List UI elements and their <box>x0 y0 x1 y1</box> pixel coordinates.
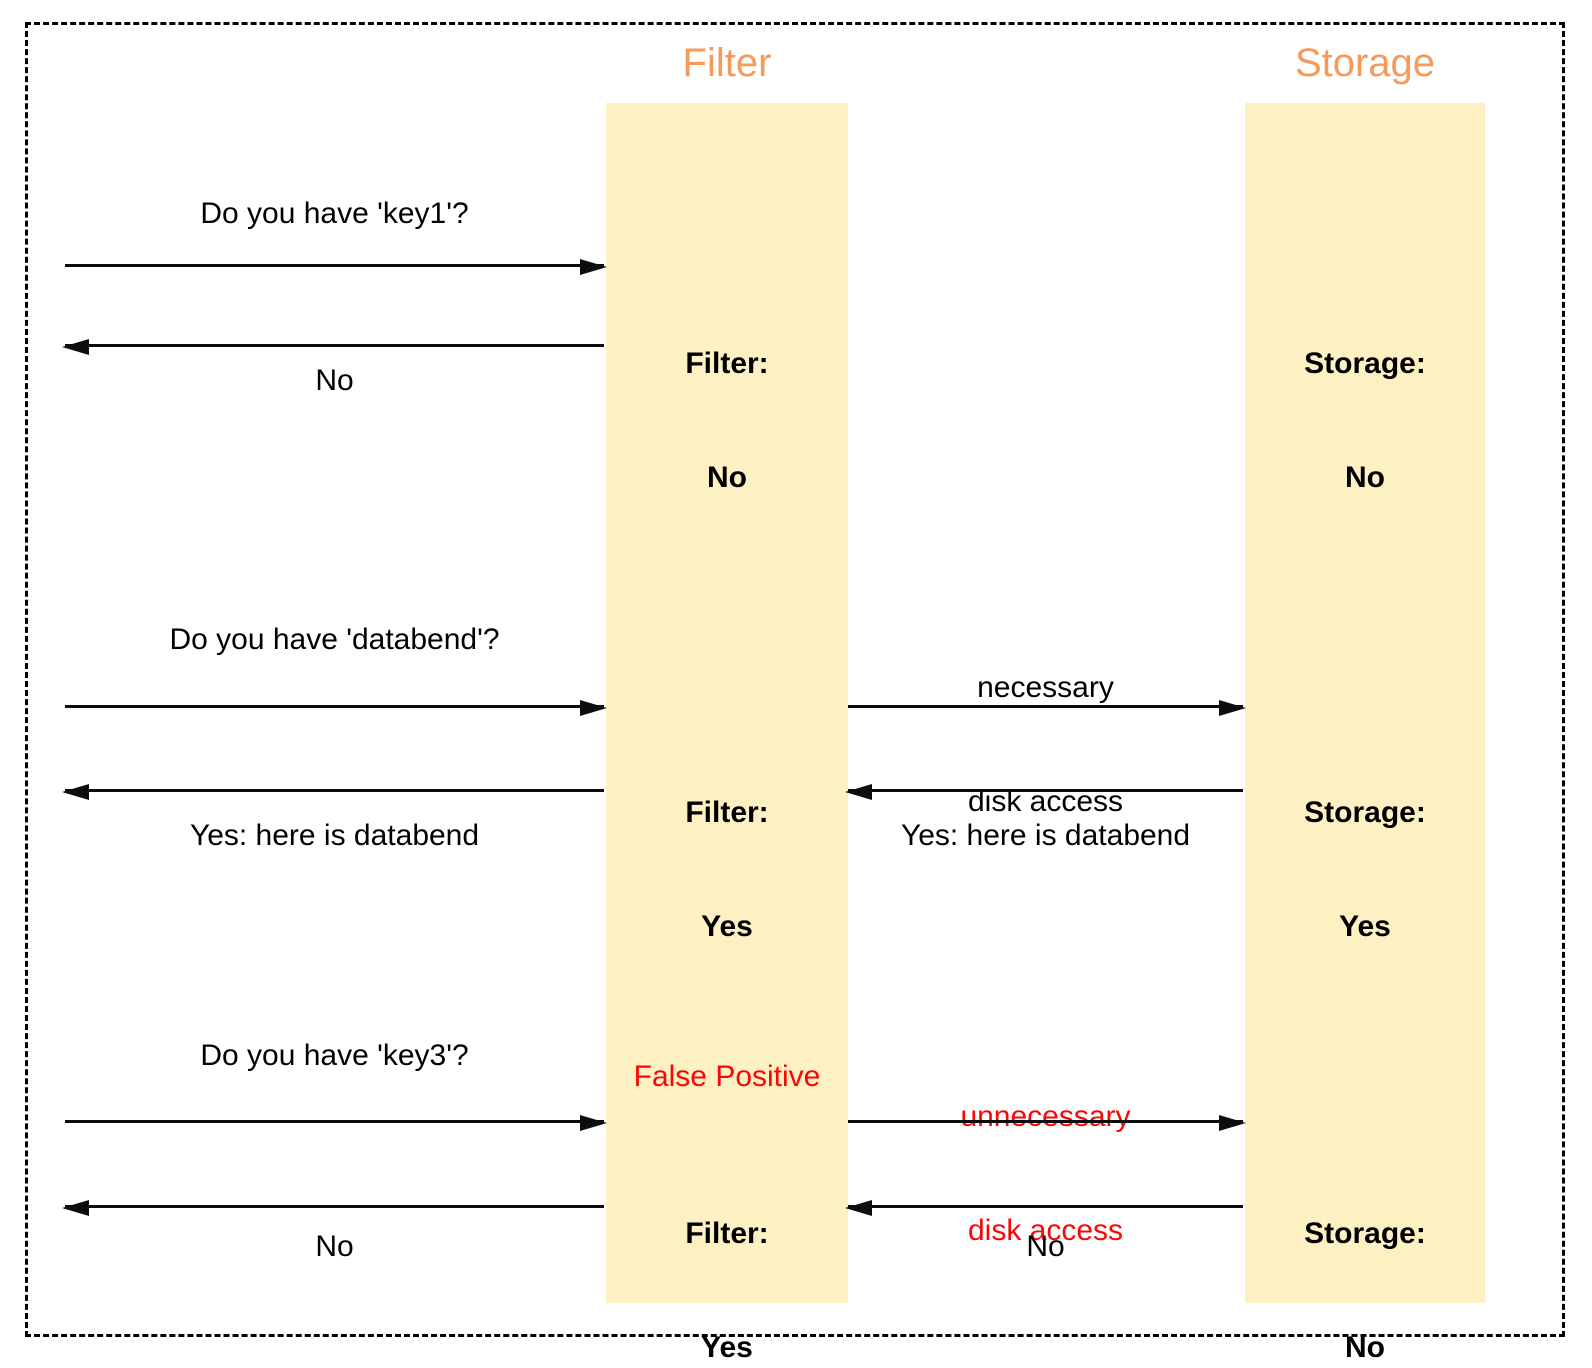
storage-status-1-value: No <box>1345 461 1385 494</box>
disk-access-note-unnecessary-line1: unnecessary <box>960 1100 1131 1133</box>
storage-reply-label-key3: No <box>1026 1230 1065 1263</box>
storage-status-3-label: Storage: <box>1304 1217 1426 1250</box>
disk-access-note-unnecessary: unnecessary disk access <box>848 1022 1243 1326</box>
storage-status-2-label: Storage: <box>1304 796 1426 829</box>
filter-status-3-value: Yes <box>701 1331 753 1364</box>
filter-status-2: Filter: Yes <box>606 718 848 1022</box>
storage-status-3: Storage: No <box>1245 1139 1485 1368</box>
filter-status-1-label: Filter: <box>685 347 769 380</box>
filter-status-3: Filter: Yes <box>606 1139 848 1368</box>
reply-label-key3: No <box>315 1230 354 1263</box>
storage-status-3-value: No <box>1345 1331 1385 1364</box>
filter-status-2-label: Filter: <box>685 796 769 829</box>
storage-lane-title: Storage <box>1294 41 1436 85</box>
reply-arrow-databend <box>62 784 604 800</box>
storage-status-1-label: Storage: <box>1304 347 1426 380</box>
filter-status-1-value: No <box>707 461 747 494</box>
false-positive-note: False Positive <box>633 1060 821 1093</box>
filter-lane-title: Filter <box>682 41 772 85</box>
disk-access-note-unnecessary-line2: disk access <box>967 1214 1124 1247</box>
query-arrow-key3 <box>65 1115 607 1131</box>
storage-status-2-value: Yes <box>1339 910 1391 943</box>
query-arrow-key1 <box>65 259 607 275</box>
disk-access-arrow-unnecessary <box>848 1115 1246 1131</box>
disk-access-note-necessary-line1: necessary <box>977 671 1114 704</box>
storage-reply-label-databend: Yes: here is databend <box>900 819 1191 852</box>
reply-arrow-key3 <box>62 1200 604 1216</box>
diagram-dashed-border <box>25 22 1565 1337</box>
storage-reply-arrow-key3 <box>845 1200 1243 1216</box>
storage-status-2: Storage: Yes <box>1245 718 1485 1022</box>
storage-lane <box>1245 103 1485 1303</box>
query-label-databend: Do you have 'databend'? <box>169 623 500 656</box>
storage-reply-arrow-databend <box>845 784 1243 800</box>
reply-label-key1: No <box>315 364 354 397</box>
filter-lane <box>606 103 848 1303</box>
reply-label-databend: Yes: here is databend <box>189 819 480 852</box>
filter-status-1: Filter: No <box>606 269 848 573</box>
storage-status-1: Storage: No <box>1245 269 1485 573</box>
query-label-key3: Do you have 'key3'? <box>200 1039 469 1072</box>
disk-access-arrow-necessary <box>848 700 1246 716</box>
filter-status-2-value: Yes <box>701 910 753 943</box>
query-arrow-databend <box>65 700 607 716</box>
query-label-key1: Do you have 'key1'? <box>200 197 469 230</box>
reply-arrow-key1 <box>62 339 604 355</box>
filter-status-3-label: Filter: <box>685 1217 769 1250</box>
